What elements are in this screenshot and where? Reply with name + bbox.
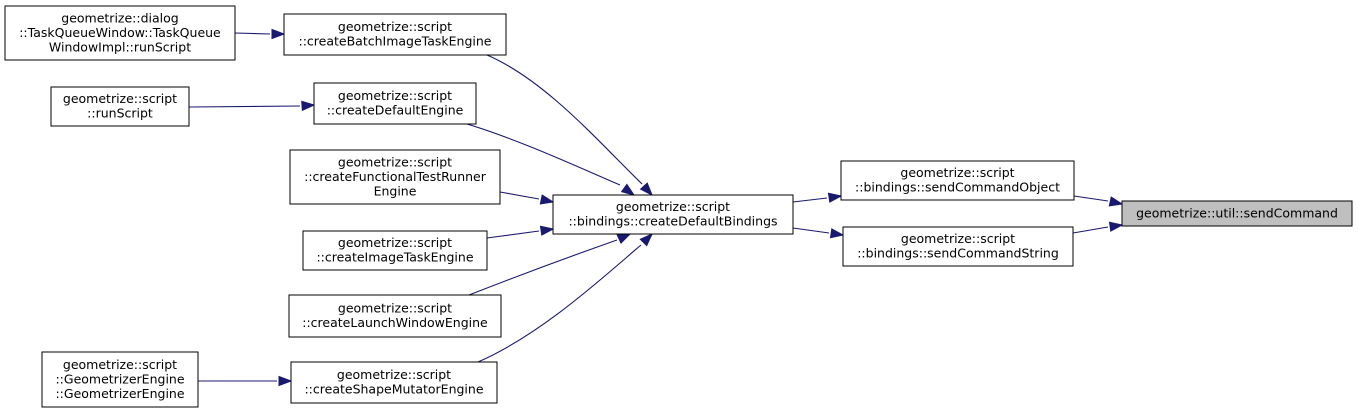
node-label-line: geometrize::script xyxy=(616,199,730,214)
node-label-line: ::createLaunchWindowEngine xyxy=(302,315,488,330)
node-label-line: ::bindings::createDefaultBindings xyxy=(568,214,777,229)
node-label-line: geometrize::dialog xyxy=(61,10,178,25)
node-label-line: ::createFunctionalTestRunner xyxy=(304,169,487,184)
arrowhead xyxy=(1108,196,1124,207)
edge-line xyxy=(468,239,618,296)
node-label-line: geometrize::script xyxy=(338,19,452,34)
node-label-line: ::createImageTaskEngine xyxy=(316,250,473,265)
edge-createDefaultBindings-to-sendCommandString xyxy=(792,227,845,239)
edge-line xyxy=(234,32,271,35)
arrowhead xyxy=(616,233,632,244)
node-sendCommandObject[interactable]: geometrize::script::bindings::sendComman… xyxy=(840,160,1075,201)
node-box xyxy=(313,82,477,125)
node-label-line: ::createDefaultEngine xyxy=(327,103,464,118)
node-label-line: ::bindings::sendCommandObject xyxy=(855,180,1060,195)
node-geometrizerEngine[interactable]: geometrize::script::GeometrizerEngine::G… xyxy=(41,351,199,408)
edge-line xyxy=(477,244,642,363)
arrowhead xyxy=(301,100,316,112)
arrowhead xyxy=(278,375,293,387)
graph-nodes: geometrize::util::sendCommandgeometrize:… xyxy=(4,5,1353,408)
arrowhead xyxy=(539,225,555,236)
node-label-line: geometrize::script xyxy=(901,231,1015,246)
edge-createDefaultEngine-to-createDefaultBindings xyxy=(466,123,636,196)
edge-line xyxy=(499,191,540,200)
node-sendCommand[interactable]: geometrize::util::sendCommand xyxy=(1121,200,1353,227)
node-createLaunchWindowEngine[interactable]: geometrize::script::createLaunchWindowEn… xyxy=(288,294,502,338)
node-createDefaultBindings[interactable]: geometrize::script::bindings::createDefa… xyxy=(552,194,794,235)
edge-sendCommandObject-to-sendCommand xyxy=(1073,195,1124,207)
edge-line xyxy=(1072,226,1109,234)
node-taskQueueRunScript[interactable]: geometrize::dialog::TaskQueueWindow::Tas… xyxy=(4,5,236,61)
edge-line xyxy=(792,227,830,234)
node-createImageTaskEngine[interactable]: geometrize::script::createImageTaskEngin… xyxy=(302,230,488,271)
arrowhead xyxy=(639,182,653,197)
node-createDefaultEngine[interactable]: geometrize::script::createDefaultEngine xyxy=(313,82,477,125)
arrowhead xyxy=(620,183,636,196)
edge-createDefaultBindings-to-sendCommandObject xyxy=(792,192,843,203)
node-box xyxy=(1121,200,1353,227)
node-runScript[interactable]: geometrize::script::runScript xyxy=(50,86,190,127)
node-box xyxy=(552,194,794,235)
node-label-line: ::createShapeMutatorEngine xyxy=(304,382,483,397)
arrowhead xyxy=(827,192,843,203)
node-box xyxy=(302,230,488,271)
node-box xyxy=(50,86,190,127)
node-label-line: ::bindings::sendCommandString xyxy=(857,246,1059,261)
node-createShapeMutatorEngine[interactable]: geometrize::script::createShapeMutatorEn… xyxy=(290,361,498,404)
edge-line xyxy=(486,230,540,239)
edge-geometrizerEngine-to-createShapeMutatorEngine xyxy=(198,375,293,387)
node-createBatchImageTaskEngine[interactable]: geometrize::script::createBatchImageTask… xyxy=(283,13,507,56)
node-box xyxy=(289,149,501,205)
edge-sendCommandString-to-sendCommand xyxy=(1072,221,1124,234)
node-box xyxy=(4,5,236,61)
arrowhead xyxy=(271,28,286,40)
edge-createBatchImageTaskEngine-to-createDefaultBindings xyxy=(486,54,653,197)
edge-taskQueueRunScript-to-createBatchImageTaskEngine xyxy=(234,28,286,40)
node-label-line: WindowImpl::runScript xyxy=(49,39,191,54)
node-label-line: geometrize::script xyxy=(63,91,177,106)
node-label-line: Engine xyxy=(374,183,417,198)
edge-line xyxy=(466,123,621,186)
node-box xyxy=(840,160,1075,201)
node-label-line: geometrize::script xyxy=(338,235,452,250)
edge-createShapeMutatorEngine-to-createDefaultBindings xyxy=(477,232,654,363)
node-label-line: geometrize::script xyxy=(900,165,1014,180)
edge-createFunctionalTestRunnerEngine-to-createDefaultBindings xyxy=(499,191,555,205)
node-box xyxy=(41,351,199,408)
arrowhead xyxy=(539,194,555,205)
arrowhead xyxy=(1108,221,1124,232)
node-box xyxy=(288,294,502,338)
node-label-line: ::GeometrizerEngine xyxy=(55,371,184,386)
edge-line xyxy=(188,105,301,108)
node-label-line: geometrize::script xyxy=(338,154,452,169)
node-label-line: geometrize::script xyxy=(338,301,452,316)
node-box xyxy=(842,226,1074,267)
node-label-line: ::TaskQueueWindow::TaskQueue xyxy=(19,25,221,40)
node-label-line: geometrize::script xyxy=(63,357,177,372)
node-label-line: ::createBatchImageTaskEngine xyxy=(299,34,492,49)
edge-line xyxy=(1073,195,1109,202)
node-label-line: ::GeometrizerEngine xyxy=(55,386,184,401)
graph-edges xyxy=(188,28,1124,387)
node-label-line: geometrize::script xyxy=(338,88,452,103)
edge-line xyxy=(486,54,643,185)
edge-line xyxy=(792,197,828,203)
node-label-line: ::runScript xyxy=(87,106,153,121)
node-box xyxy=(290,361,498,404)
node-createFunctionalTestRunnerEngine[interactable]: geometrize::script::createFunctionalTest… xyxy=(289,149,501,205)
arrowhead xyxy=(639,232,654,247)
node-box xyxy=(283,13,507,56)
node-label-line: geometrize::script xyxy=(337,367,451,382)
edge-createLaunchWindowEngine-to-createDefaultBindings xyxy=(468,233,632,296)
node-sendCommandString[interactable]: geometrize::script::bindings::sendComman… xyxy=(842,226,1074,267)
edge-createImageTaskEngine-to-createDefaultBindings xyxy=(486,225,555,239)
node-label-line: geometrize::util::sendCommand xyxy=(1136,205,1338,220)
arrowhead xyxy=(829,228,845,239)
edge-runScript-to-createDefaultEngine xyxy=(188,100,316,112)
